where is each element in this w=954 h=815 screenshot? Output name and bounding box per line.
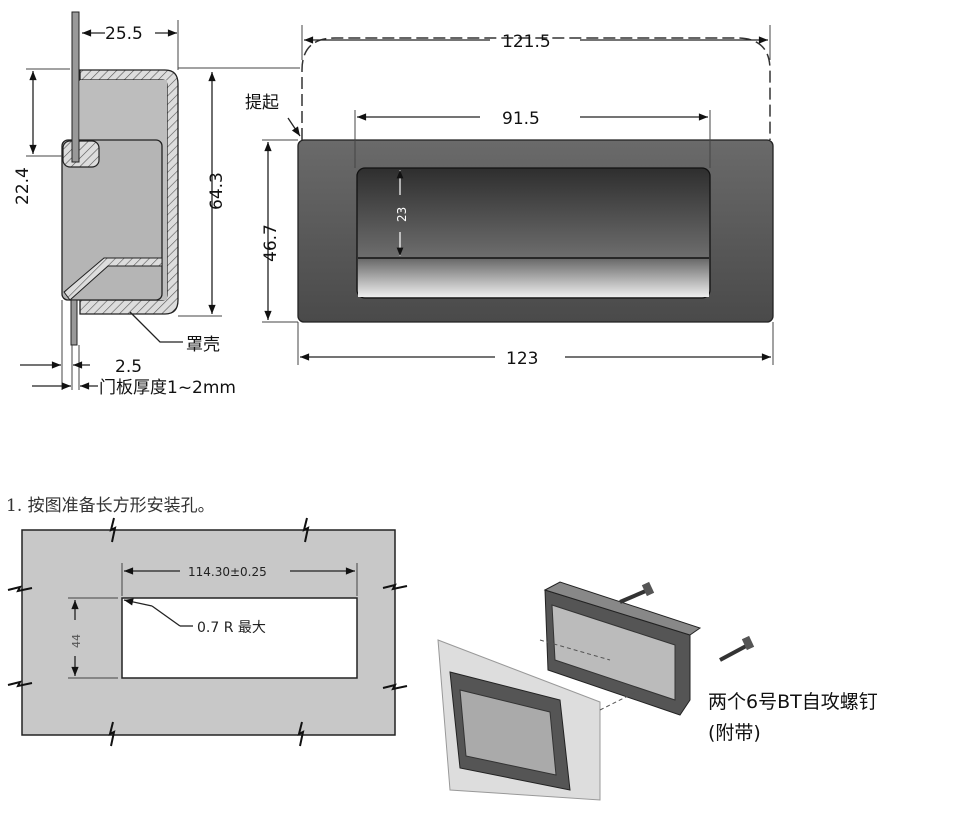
pivot: [62, 140, 100, 168]
offset-dim: 2.5: [115, 357, 142, 377]
upper-height-dim: 22.4: [13, 167, 33, 205]
height-dim: 64.3: [207, 172, 227, 210]
cutout-height-dim: 44: [70, 634, 83, 648]
handle-lip: [63, 257, 163, 301]
housing-label: 罩壳: [186, 335, 220, 355]
screw-2: [719, 643, 749, 662]
front-view: 121.5 提起 91.5 23 46.7 123: [245, 25, 774, 369]
overall-width-dim: 123: [506, 349, 538, 369]
recess-height-dim: 23: [395, 207, 409, 222]
recess-width-dim: 91.5: [502, 109, 540, 129]
radius-note: 0.7 R 最大: [197, 620, 266, 636]
screws-label: 两个6号BT自攻螺钉: [708, 691, 878, 713]
body-height-dim: 46.7: [261, 224, 281, 262]
break-marks: [7, 517, 408, 747]
lifted-width-dim: 121.5: [502, 32, 551, 52]
lift-label: 提起: [245, 93, 279, 113]
cutout-width-dim: 114.30±0.25: [188, 565, 267, 579]
panel-thickness-label: 门板厚度1~2mm: [99, 378, 236, 398]
recess-lip: [358, 258, 709, 297]
screw-1: [619, 588, 649, 604]
cutout-drawing: 1. 按图准备长方形安装孔。 114.30±0.25 44 0.7 R 最大: [6, 496, 408, 747]
step-text: 1. 按图准备长方形安装孔。: [6, 496, 215, 516]
side-view: 25.5 64.3 22.4 罩壳 2.5 门板厚度1~2mm: [13, 11, 300, 398]
screws-note: (附带): [708, 722, 761, 744]
cutout-hole: [121, 597, 358, 679]
door-panel-lower: [70, 299, 78, 346]
depth-dim: 25.5: [105, 24, 143, 44]
lifted-outline: [301, 37, 771, 140]
door-panel: [71, 11, 80, 163]
assembly-illustration: 两个6号BT自攻螺钉 (附带): [437, 581, 878, 801]
